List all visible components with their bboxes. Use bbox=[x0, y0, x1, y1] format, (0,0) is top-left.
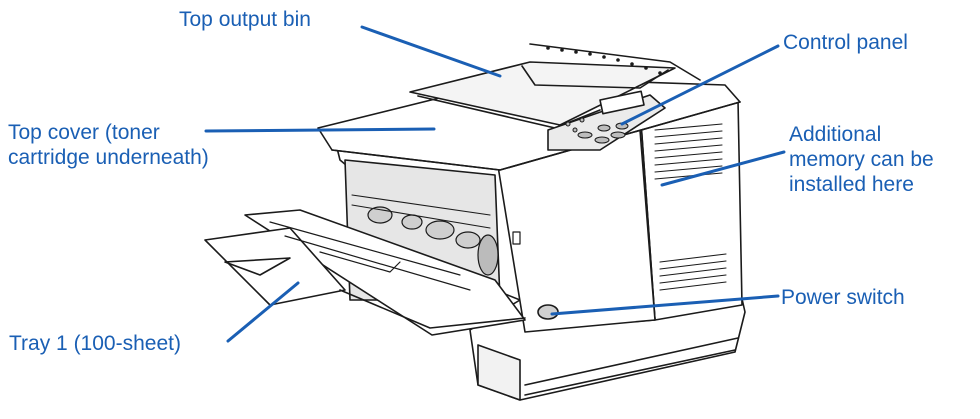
top-edge-dots bbox=[546, 46, 662, 75]
tray1-lip bbox=[339, 289, 526, 329]
side-connector bbox=[512, 231, 521, 245]
control-panel-buttons bbox=[565, 117, 629, 144]
callout-power-switch: Power switch bbox=[781, 286, 905, 309]
leader-tray1 bbox=[226, 281, 300, 343]
leader-power-switch bbox=[550, 294, 780, 316]
top-rear-edge bbox=[529, 43, 701, 81]
leader-top-cover bbox=[204, 127, 436, 133]
output-bin-slot bbox=[521, 65, 669, 89]
top-cover-front-edge bbox=[331, 101, 741, 171]
callout-additional-memory: Additional memory can be installed here bbox=[789, 123, 934, 196]
printer-illustration bbox=[204, 43, 746, 401]
callout-control-panel: Control panel bbox=[783, 31, 908, 54]
tray1-paper-guides bbox=[269, 221, 471, 291]
right-side-panel bbox=[639, 99, 743, 321]
leader-top-output-bin bbox=[360, 25, 502, 78]
callout-tray1: Tray 1 (100-sheet) bbox=[9, 332, 181, 355]
cassette-front-face bbox=[477, 344, 521, 401]
right-side-vents bbox=[654, 123, 727, 291]
callout-top-cover: Top cover (toner cartridge underneath) bbox=[8, 121, 209, 169]
callout-leaders bbox=[204, 25, 786, 343]
leader-additional-memory bbox=[660, 150, 786, 187]
cassette-side-lines bbox=[524, 337, 739, 396]
interior-rollers bbox=[367, 206, 499, 276]
callout-top-output-bin: Top output bin bbox=[179, 8, 311, 31]
control-panel-display bbox=[599, 90, 645, 115]
power-switch bbox=[537, 304, 559, 320]
tray1-extension-inner bbox=[224, 257, 291, 276]
leader-control-panel bbox=[620, 44, 780, 126]
